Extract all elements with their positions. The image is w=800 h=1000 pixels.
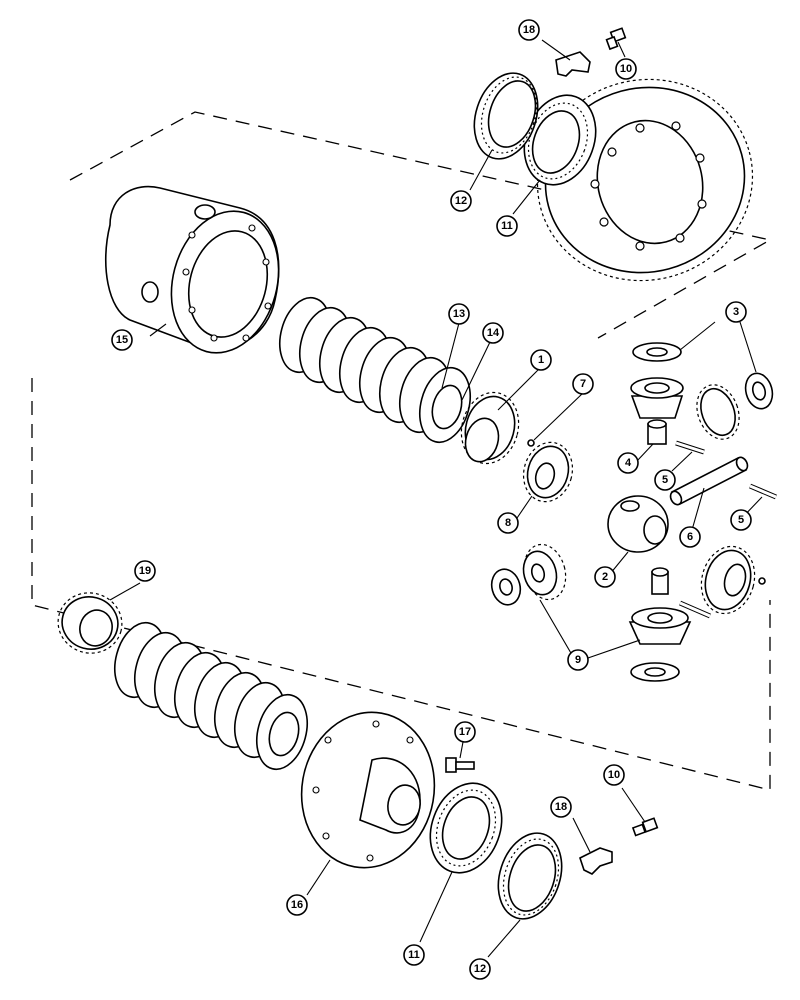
- sleeve-4: [647, 419, 667, 445]
- callout-5b: 5: [730, 509, 752, 531]
- svg-text:10: 10: [620, 63, 632, 75]
- callout-16: 16: [286, 894, 308, 916]
- callout-8: 8: [497, 512, 519, 534]
- callout-10a: 10: [615, 58, 637, 80]
- upper-frame-outline: [69, 111, 772, 339]
- callout-10b: 10: [603, 764, 625, 786]
- svg-text:18: 18: [523, 24, 535, 36]
- callout-18b: 18: [550, 796, 572, 818]
- leader-lines: [109, 39, 763, 958]
- svg-text:10: 10: [608, 769, 620, 781]
- svg-text:13: 13: [453, 308, 465, 320]
- svg-text:12: 12: [474, 963, 486, 975]
- callout-11b: 11: [403, 944, 425, 966]
- cross-shaft: [669, 456, 749, 506]
- callout-18a: 18: [518, 19, 540, 41]
- flange-hub: [300, 711, 436, 869]
- sleeve-lower: [651, 567, 669, 595]
- thrust-washer-a: [632, 342, 682, 362]
- svg-text:7: 7: [580, 378, 586, 390]
- svg-text:14: 14: [487, 327, 500, 339]
- svg-text:5: 5: [738, 514, 744, 526]
- callout-7: 7: [572, 373, 594, 395]
- svg-text:17: 17: [459, 726, 471, 738]
- thrust-washer-b: [744, 372, 774, 410]
- lock-plate-lower: [579, 847, 613, 875]
- callout-17: 17: [454, 721, 476, 743]
- ball-lower: [758, 577, 766, 585]
- pinion-gear-lower-left: [522, 543, 567, 601]
- svg-text:9: 9: [575, 654, 581, 666]
- svg-text:19: 19: [139, 565, 151, 577]
- callout-1: 1: [530, 349, 552, 371]
- svg-text:16: 16: [291, 899, 303, 911]
- callout-3: 3: [725, 301, 747, 323]
- callout-15: 15: [111, 329, 133, 351]
- svg-text:8: 8: [505, 517, 511, 529]
- ball-7: [527, 439, 535, 447]
- svg-text:11: 11: [408, 949, 420, 961]
- pinion-gear-upper-left: [630, 377, 684, 419]
- bearing-race-upper: [473, 72, 539, 160]
- svg-text:11: 11: [501, 220, 513, 232]
- bearing-lower: [429, 782, 503, 874]
- svg-text:4: 4: [625, 457, 632, 469]
- bearing-race-lower: [497, 832, 563, 920]
- spider-block: [607, 495, 669, 553]
- bolt-upper: [605, 27, 627, 51]
- lower-frame-outline: [31, 378, 771, 791]
- callout-12a: 12: [450, 190, 472, 212]
- bolt-17: [445, 757, 475, 773]
- pinion-gear-upper-right: [696, 384, 740, 440]
- pinion-gear-lower: [628, 607, 692, 645]
- svg-text:15: 15: [116, 334, 128, 346]
- svg-text:1: 1: [538, 354, 544, 366]
- svg-text:18: 18: [555, 801, 567, 813]
- svg-text:2: 2: [602, 571, 608, 583]
- callout-12b: 12: [469, 958, 491, 980]
- differential-case: [104, 185, 280, 354]
- callout-13: 13: [448, 303, 470, 325]
- callout-14: 14: [482, 322, 504, 344]
- washer-lower: [630, 662, 680, 682]
- washer-lower-left: [490, 568, 522, 606]
- callout-9: 9: [567, 649, 589, 671]
- lower-clutch-disc-pack: [114, 621, 308, 771]
- side-gear-lower-right: [700, 545, 756, 615]
- svg-text:6: 6: [687, 531, 693, 543]
- side-gear-8: [522, 441, 574, 503]
- callout-6: 6: [679, 526, 701, 548]
- bearing-upper: [523, 94, 597, 186]
- upper-clutch-disc-pack: [279, 296, 471, 444]
- callout-5a: 5: [654, 469, 676, 491]
- svg-text:12: 12: [455, 195, 467, 207]
- callout-2: 2: [594, 566, 616, 588]
- bolt-lower: [631, 817, 659, 837]
- callout-19: 19: [134, 560, 156, 582]
- callout-11a: 11: [496, 215, 518, 237]
- svg-text:3: 3: [733, 306, 739, 318]
- side-gear-hub: [460, 391, 520, 465]
- splined-hub-19: [57, 592, 123, 654]
- callout-4: 4: [617, 452, 639, 474]
- lock-plate-upper: [555, 51, 591, 77]
- crown-ring-gear: [536, 78, 754, 282]
- svg-text:5: 5: [662, 474, 668, 486]
